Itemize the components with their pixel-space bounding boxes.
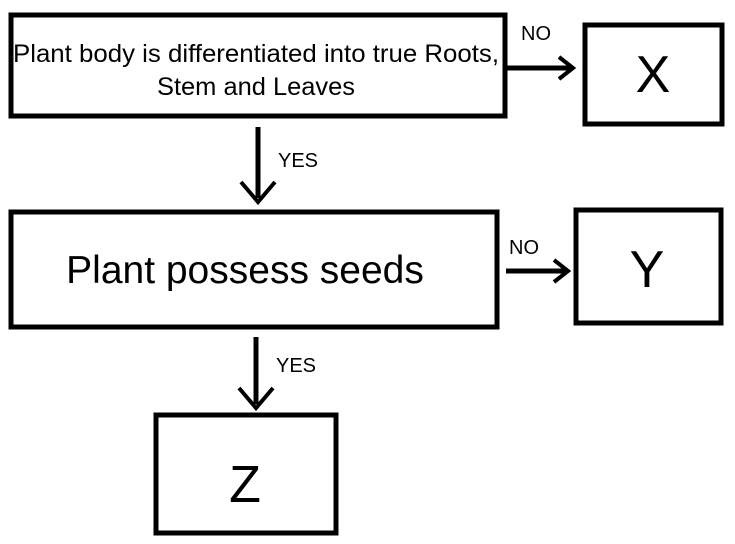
- q2-no-label: NO: [509, 237, 539, 259]
- q1-no-arrowhead: [557, 55, 577, 81]
- question-2-text: Plant possess seeds: [66, 249, 424, 292]
- q2-yes-arrow: [237, 337, 275, 412]
- result-y-node: Y: [573, 207, 724, 326]
- q1-yes-arrowhead: [239, 180, 277, 206]
- result-y-label: Y: [630, 241, 665, 299]
- result-y-box: [573, 207, 724, 326]
- q1-no-arrow: [505, 55, 577, 81]
- q2-no-arrowhead: [552, 258, 572, 284]
- result-x-box: [582, 22, 725, 127]
- result-z-node: Z: [153, 412, 339, 536]
- q1-no-label: NO: [521, 23, 551, 45]
- q2-yes-arrowhead: [237, 386, 275, 412]
- q2-no-arrow: [506, 258, 572, 284]
- q2-yes-label: YES: [276, 355, 316, 377]
- q1-yes-arrow: [239, 127, 277, 206]
- q1-yes-label: YES: [278, 150, 318, 172]
- question-2-box: [8, 209, 500, 330]
- result-x-node: X: [582, 22, 725, 127]
- question-1-line-1: Plant body is differentiated into true R…: [13, 40, 499, 68]
- result-z-box: [153, 412, 339, 536]
- question-1-node: Plant body is differentiated into true R…: [8, 12, 508, 119]
- result-x-label: X: [636, 46, 671, 104]
- result-z-label: Z: [229, 456, 261, 514]
- question-2-node: Plant possess seeds: [8, 209, 500, 330]
- question-1-line-2: Stem and Leaves: [157, 73, 355, 101]
- question-1-box: [8, 12, 508, 119]
